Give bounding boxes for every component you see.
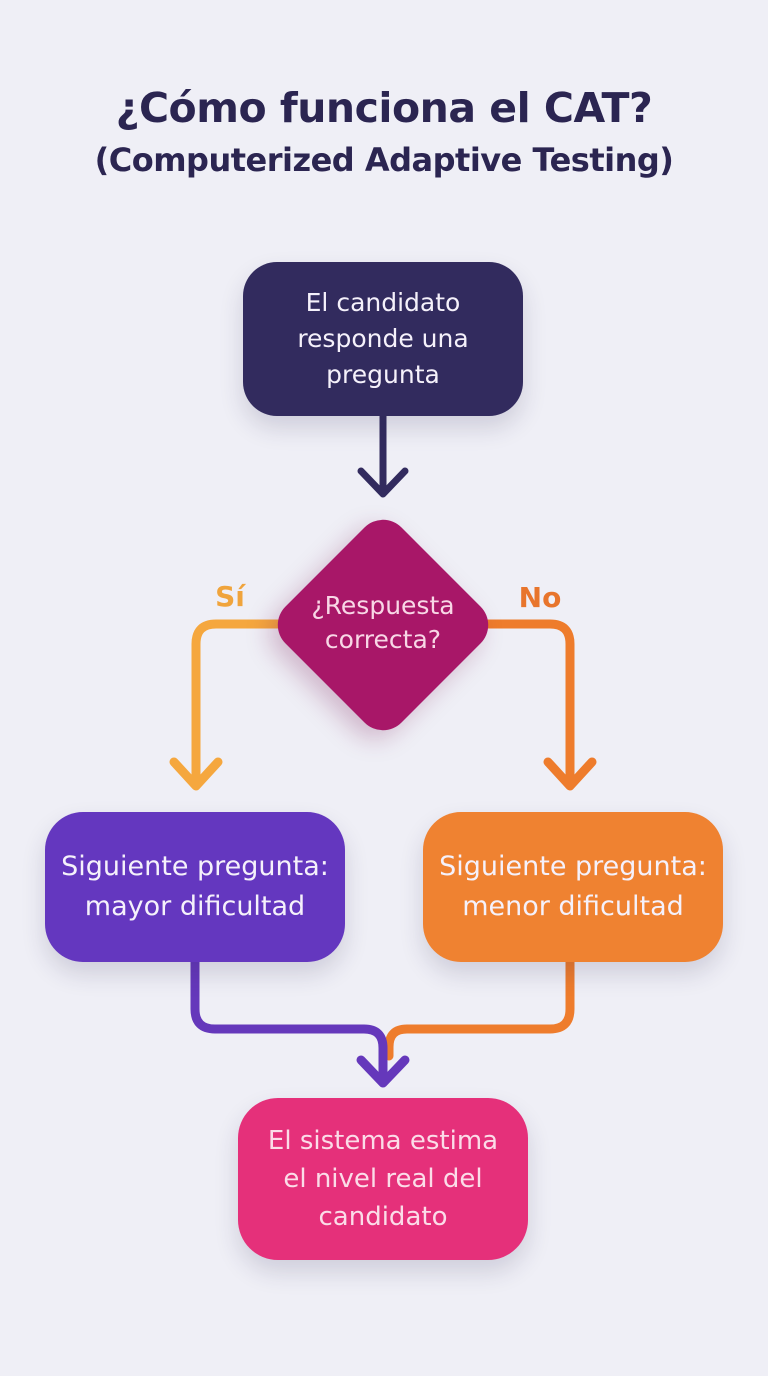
yes-outcome-node: Siguiente pregunta: mayor dificultad [45,812,345,962]
page-title: ¿Cómo funciona el CAT? [115,84,653,132]
start-node: El candidato responde una pregunta [243,262,523,416]
page-subtitle: (Computerized Adaptive Testing) [94,141,674,179]
end-node: El sistema estima el nivel real del cand… [238,1098,528,1260]
no-outcome-node: Siguiente pregunta: menor dificultad [423,812,723,962]
merge-connector-purple-arrow [190,957,410,1088]
merge-connector-orange [384,957,575,1061]
yes-branch-label: Sí [215,580,245,613]
no-branch-label: No [518,581,562,614]
start-to-decision-arrow [357,412,409,498]
decision-label: ¿Respuesta correcta? [311,591,455,654]
